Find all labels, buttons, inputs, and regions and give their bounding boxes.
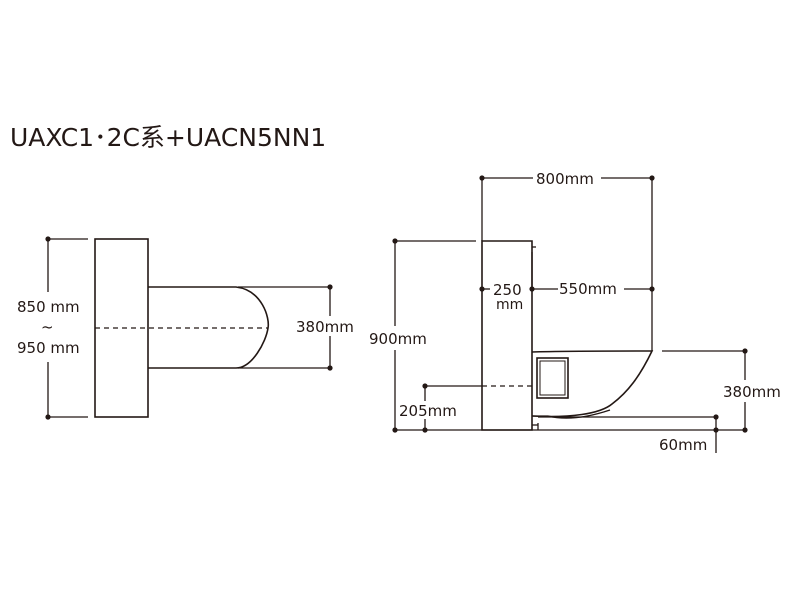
side-bowl-depth-dot-right [649, 286, 655, 292]
side-tank-outline [481, 240, 533, 431]
side-offset-label: 60mm [659, 436, 707, 454]
front-view: 850 mm ~ 950 mm 380mm [17, 236, 362, 420]
side-height-dot-bottom [392, 427, 398, 433]
side-bowl-height-dot-bottom [742, 427, 748, 433]
side-outlet-label: 205mm [399, 402, 457, 420]
front-height-label-top: 850 mm [17, 298, 80, 316]
front-height-dot-bottom [45, 414, 51, 420]
side-tank-depth-label-bottom: mm [496, 297, 523, 313]
side-offset-dot-bottom [713, 427, 719, 433]
side-depth-dot-right [649, 175, 655, 181]
front-height-label-sep: ~ [41, 318, 54, 336]
page-title: UAXC1･2C系+UACN5NN1 [10, 123, 327, 152]
side-control-box-inner [539, 360, 566, 396]
side-tank-depth-label-top: 250 [493, 281, 522, 299]
side-outlet-dot-bottom [422, 427, 428, 433]
side-bowl-height-dot-top [742, 348, 748, 354]
side-depth-label: 800mm [536, 170, 594, 188]
front-height-dot-top [45, 236, 51, 242]
front-bowl-dot-top [327, 284, 333, 290]
side-tank-depth-dot-left [479, 286, 485, 292]
side-bowl-base [532, 409, 611, 419]
side-offset-dot-top [713, 414, 719, 420]
front-height-label-bottom: 950 mm [17, 339, 80, 357]
front-bowl-label: 380mm [296, 318, 354, 336]
side-bowl-outline [531, 350, 654, 418]
front-bowl-outline [148, 286, 270, 369]
side-height-dot-top [392, 238, 398, 244]
front-bowl-dot-bottom [327, 365, 333, 371]
side-view: 800mm 250 mm 550mm 900mm [369, 170, 781, 454]
side-bowl-depth-label: 550mm [559, 280, 617, 298]
side-control-box [536, 357, 569, 399]
side-height-label: 900mm [369, 330, 427, 348]
side-bowl-height-label: 380mm [723, 383, 781, 401]
side-depth-dot-left [479, 175, 485, 181]
